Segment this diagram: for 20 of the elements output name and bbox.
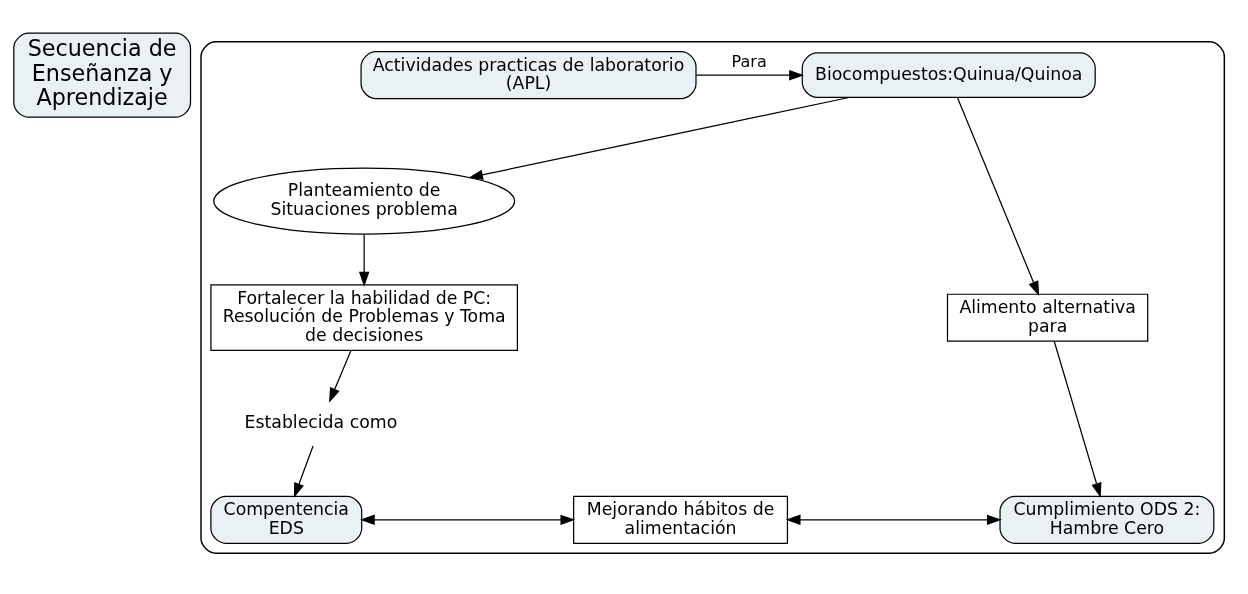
node-box: Biocompuestos:Quinua/Quinoa [801, 51, 1096, 98]
node-box: Secuencia de Enseñanza y Aprendizaje [13, 32, 192, 118]
cluster [200, 40, 1226, 554]
arrow [293, 444, 314, 498]
edge-label: Para [731, 51, 767, 71]
arrow [785, 514, 1002, 525]
node-box: Alimento alternativa para [946, 293, 1149, 342]
node-text: Establecida como [244, 411, 398, 432]
node-box: Mejorando hábitos de alimentación [573, 495, 789, 544]
arrow [329, 349, 352, 403]
node-box: Actividades practicas de laboratorio (APL) [360, 50, 697, 99]
arrow [1053, 340, 1102, 498]
node-box: Fortalecer la habilidad de PC: Resolución de Problemas y Toma de decisiones [210, 283, 518, 351]
arrow [695, 69, 804, 80]
arrow [358, 233, 370, 287]
arrow [956, 96, 1040, 296]
arrow [468, 96, 850, 180]
node-box: Cumplimiento ODS 2: Hambre Cero [999, 495, 1215, 544]
arrow [359, 514, 576, 525]
node-box: Compentencia EDS [210, 495, 363, 544]
